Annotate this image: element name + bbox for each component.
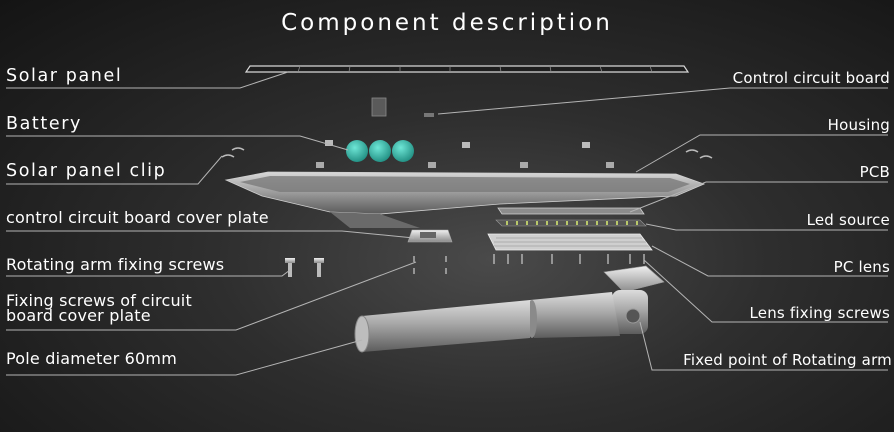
label-cover-plate: control circuit board cover plate: [6, 208, 269, 227]
led-source: [495, 219, 647, 227]
label-pcb: PCB: [859, 163, 890, 181]
cover-plate-screws: [413, 256, 447, 274]
solar-panel-clips: [221, 147, 713, 159]
label-solar-panel: Solar panel: [6, 66, 123, 86]
cover-plate: [407, 229, 453, 243]
diagram-title: Component description: [281, 10, 613, 36]
control-circuit-board: [371, 97, 434, 117]
pcb: [497, 207, 645, 215]
label-lens-fixing-screws: Lens fixing screws: [749, 304, 890, 322]
label-control-circuit-board: Control circuit board: [732, 69, 890, 87]
label-led-source: Led source: [806, 211, 890, 229]
label-solar-panel-clip: Solar panel clip: [6, 161, 167, 181]
pole: [354, 300, 530, 353]
label-arm-fixing-screws: Rotating arm fixing screws: [6, 255, 225, 274]
housing: [224, 171, 706, 228]
label-cover-screws-line2: board cover plate: [6, 306, 151, 325]
leader-lines: [6, 71, 888, 376]
label-fixed-point-rotating-arm: Fixed point of Rotating arm: [683, 351, 892, 369]
lens-fixing-screws: [493, 254, 645, 264]
arm-fixing-screws: [285, 258, 324, 277]
label-pole-diameter: Pole diameter 60mm: [6, 349, 177, 368]
label-pc-lens: PC lens: [833, 258, 890, 276]
label-cover-screws-line1: Fixing screws of circuit: [6, 291, 192, 310]
label-battery: Battery: [6, 114, 82, 134]
solar-panel: [244, 65, 690, 73]
battery-pack: [346, 140, 414, 162]
label-housing: Housing: [827, 116, 890, 134]
rotating-arm: [527, 265, 665, 338]
pc-lens: [487, 233, 653, 251]
small-brackets: [316, 140, 614, 168]
